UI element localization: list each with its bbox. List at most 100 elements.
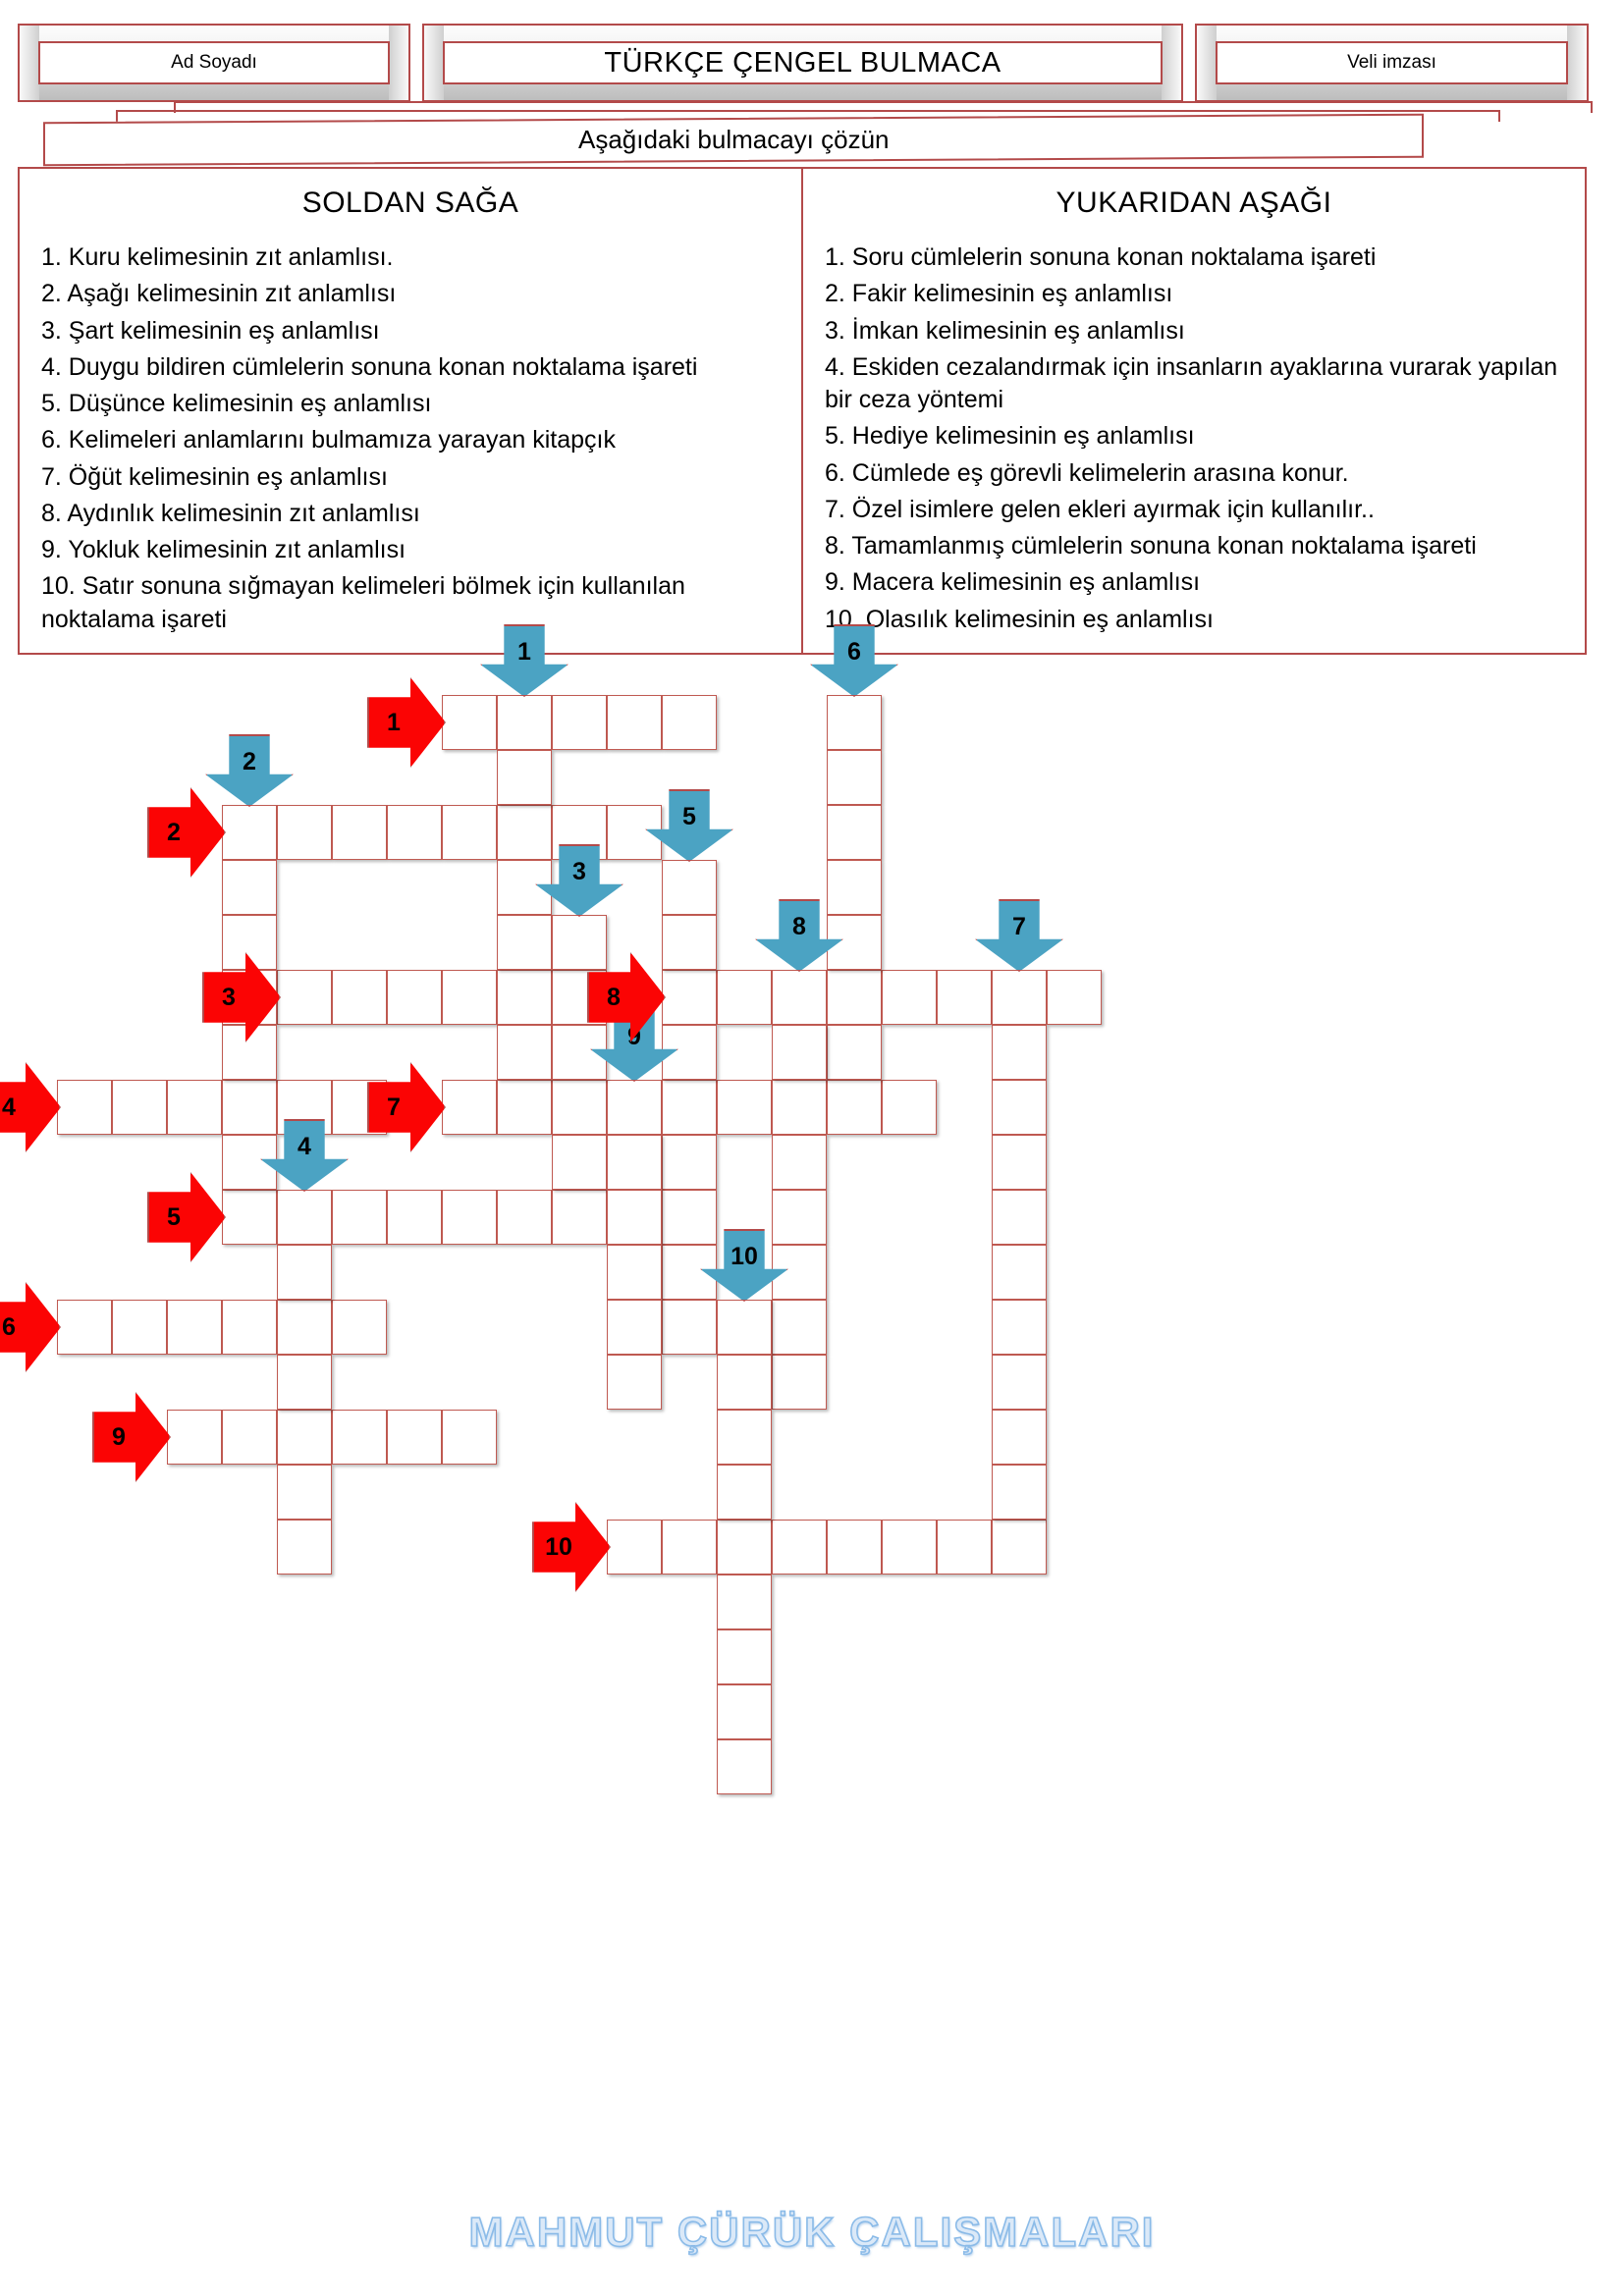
crossword-cell[interactable]: [662, 695, 717, 750]
crossword-cell[interactable]: [497, 695, 552, 750]
crossword-cell[interactable]: [497, 915, 552, 970]
crossword-cell[interactable]: [717, 1739, 772, 1794]
crossword-cell[interactable]: [992, 1465, 1047, 1520]
crossword-cell[interactable]: [442, 805, 497, 860]
crossword-cell[interactable]: [277, 1245, 332, 1300]
crossword-cell[interactable]: [992, 1355, 1047, 1410]
crossword-cell[interactable]: [277, 970, 332, 1025]
crossword-cell[interactable]: [992, 1245, 1047, 1300]
crossword-cell[interactable]: [992, 1025, 1047, 1080]
crossword-cell[interactable]: [387, 1410, 442, 1465]
crossword-cell[interactable]: [552, 915, 607, 970]
crossword-cell[interactable]: [717, 1410, 772, 1465]
crossword-cell[interactable]: [607, 1245, 662, 1300]
crossword-cell[interactable]: [497, 1025, 552, 1080]
crossword-cell[interactable]: [552, 1080, 607, 1135]
crossword-cell[interactable]: [607, 1080, 662, 1135]
crossword-cell[interactable]: [552, 1190, 607, 1245]
crossword-cell[interactable]: [717, 1300, 772, 1355]
crossword-cell[interactable]: [882, 970, 937, 1025]
crossword-cell[interactable]: [992, 1300, 1047, 1355]
crossword-cell[interactable]: [662, 1520, 717, 1575]
crossword-cell[interactable]: [717, 1575, 772, 1629]
crossword-cell[interactable]: [717, 1684, 772, 1739]
crossword-cell[interactable]: [992, 1135, 1047, 1190]
crossword-cell[interactable]: [827, 1080, 882, 1135]
crossword-cell[interactable]: [662, 1300, 717, 1355]
crossword-cell[interactable]: [827, 970, 882, 1025]
crossword-cell[interactable]: [937, 970, 992, 1025]
crossword-cell[interactable]: [277, 1190, 332, 1245]
crossword-cell[interactable]: [992, 1520, 1047, 1575]
crossword-cell[interactable]: [112, 1080, 167, 1135]
crossword-cell[interactable]: [387, 805, 442, 860]
crossword-cell[interactable]: [57, 1080, 112, 1135]
crossword-cell[interactable]: [717, 1465, 772, 1520]
crossword-cell[interactable]: [442, 970, 497, 1025]
crossword-cell[interactable]: [772, 970, 827, 1025]
crossword-cell[interactable]: [277, 1300, 332, 1355]
crossword-cell[interactable]: [387, 1190, 442, 1245]
crossword-cell[interactable]: [167, 1410, 222, 1465]
crossword-cell[interactable]: [277, 1465, 332, 1520]
crossword-cell[interactable]: [277, 805, 332, 860]
crossword-cell[interactable]: [112, 1300, 167, 1355]
crossword-cell[interactable]: [992, 1190, 1047, 1245]
crossword-cell[interactable]: [717, 1520, 772, 1575]
crossword-cell[interactable]: [717, 1355, 772, 1410]
signature-field-inner[interactable]: Veli imzası: [1216, 41, 1568, 84]
name-field-box[interactable]: Ad Soyadı: [18, 24, 410, 102]
crossword-cell[interactable]: [277, 1410, 332, 1465]
crossword-cell[interactable]: [552, 695, 607, 750]
crossword-cell[interactable]: [607, 1520, 662, 1575]
crossword-cell[interactable]: [772, 1190, 827, 1245]
crossword-cell[interactable]: [607, 1355, 662, 1410]
crossword-cell[interactable]: [607, 695, 662, 750]
crossword-cell[interactable]: [332, 1300, 387, 1355]
crossword-cell[interactable]: [1047, 970, 1102, 1025]
crossword-cell[interactable]: [992, 1080, 1047, 1135]
crossword-cell[interactable]: [662, 1135, 717, 1190]
crossword-cell[interactable]: [442, 1410, 497, 1465]
crossword-cell[interactable]: [662, 915, 717, 970]
crossword-cell[interactable]: [167, 1080, 222, 1135]
crossword-cell[interactable]: [222, 805, 277, 860]
crossword-cell[interactable]: [662, 1080, 717, 1135]
crossword-cell[interactable]: [717, 970, 772, 1025]
crossword-cell[interactable]: [277, 1520, 332, 1575]
crossword-cell[interactable]: [332, 805, 387, 860]
crossword-cell[interactable]: [772, 1025, 827, 1080]
crossword-cell[interactable]: [827, 750, 882, 805]
crossword-cell[interactable]: [992, 970, 1047, 1025]
crossword-cell[interactable]: [772, 1355, 827, 1410]
crossword-cell[interactable]: [827, 1025, 882, 1080]
crossword-cell[interactable]: [442, 1080, 497, 1135]
crossword-cell[interactable]: [662, 860, 717, 915]
crossword-cell[interactable]: [827, 860, 882, 915]
crossword-cell[interactable]: [222, 860, 277, 915]
crossword-cell[interactable]: [827, 805, 882, 860]
crossword-cell[interactable]: [332, 1190, 387, 1245]
crossword-cell[interactable]: [992, 1410, 1047, 1465]
signature-field-box[interactable]: Veli imzası: [1195, 24, 1589, 102]
crossword-cell[interactable]: [662, 970, 717, 1025]
crossword-cell[interactable]: [937, 1520, 992, 1575]
crossword-cell[interactable]: [442, 1190, 497, 1245]
crossword-cell[interactable]: [222, 1410, 277, 1465]
crossword-cell[interactable]: [222, 1300, 277, 1355]
crossword-cell[interactable]: [552, 1135, 607, 1190]
crossword-cell[interactable]: [772, 1080, 827, 1135]
crossword-cell[interactable]: [497, 1080, 552, 1135]
crossword-cell[interactable]: [387, 970, 442, 1025]
crossword-cell[interactable]: [717, 1080, 772, 1135]
crossword-cell[interactable]: [222, 1190, 277, 1245]
crossword-cell[interactable]: [497, 805, 552, 860]
crossword-cell[interactable]: [882, 1080, 937, 1135]
crossword-cell[interactable]: [497, 970, 552, 1025]
crossword-cell[interactable]: [882, 1520, 937, 1575]
crossword-cell[interactable]: [772, 1520, 827, 1575]
crossword-cell[interactable]: [222, 1080, 277, 1135]
crossword-cell[interactable]: [772, 1135, 827, 1190]
crossword-cell[interactable]: [827, 695, 882, 750]
name-field-inner[interactable]: Ad Soyadı: [38, 41, 390, 84]
